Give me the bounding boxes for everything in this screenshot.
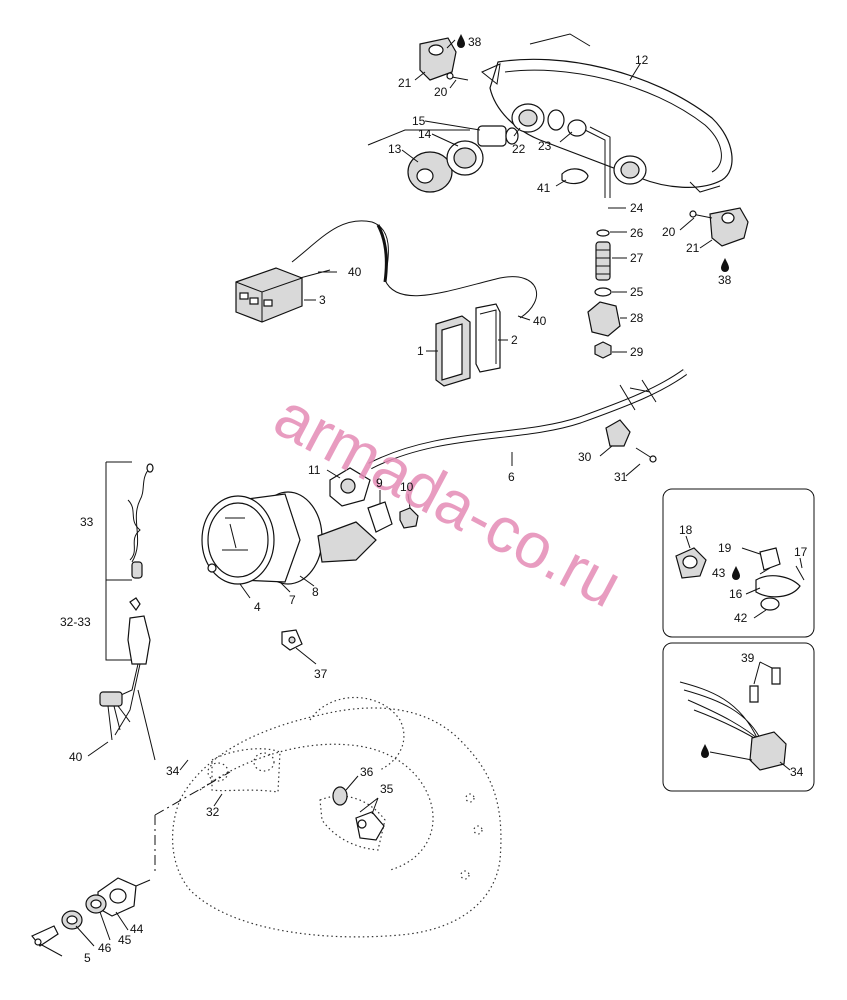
indicator-bulb [281,629,303,651]
droplet-icon [721,258,729,272]
callout-4: 4 [254,600,261,614]
mount-bracket-top [419,37,469,81]
callout-28: 28 [630,311,644,325]
callout-32: 32 [206,805,220,819]
callout-46: 46 [98,941,112,955]
callout-33: 33 [80,515,94,529]
callout-21b: 21 [686,241,700,255]
callout-38a: 38 [468,35,482,49]
adjuster-stack [587,229,621,359]
upper-fairing-outline [171,696,502,938]
wire-bundle [376,224,388,283]
lens-cover [435,315,471,387]
handlebar-switch [332,786,385,841]
callout-11: 11 [308,463,321,477]
callout-5: 5 [84,951,91,965]
callout-16: 16 [729,587,743,601]
callout-40b: 40 [533,314,547,328]
regulator-parts [679,667,787,771]
callout-34a: 34 [166,764,180,778]
callout-43: 43 [712,566,726,580]
callout-17: 17 [794,545,808,559]
callout-42: 42 [734,611,748,625]
headlight-assembly [481,33,733,198]
cable-clamp [605,419,657,463]
callout-12: 12 [635,53,649,67]
droplet-icon [457,34,465,48]
mount-bracket-right [689,207,749,247]
callout-2: 2 [511,333,518,347]
leader-line-34 [154,771,231,875]
droplet-icon [701,744,709,758]
callout-26: 26 [630,226,644,240]
callout-13: 13 [388,142,402,156]
connector-housing [235,267,331,323]
callout-38b: 38 [718,273,732,287]
callout-30: 30 [578,450,592,464]
callout-35: 35 [380,782,394,796]
ignition-switch [31,877,151,947]
callout-40c: 40 [69,750,83,764]
callout-20a: 20 [434,85,448,99]
callout-3233: 32-33 [60,615,91,629]
callout-45: 45 [118,933,132,947]
leader-lines [39,39,803,957]
callout-7: 7 [289,593,296,607]
callout-29: 29 [630,345,644,359]
callout-3: 3 [319,293,326,307]
callout-labels: 12 38 21 20 15 14 13 22 23 41 24 20 26 2… [60,35,808,965]
cable-clip [561,168,589,185]
callout-37: 37 [314,667,328,681]
bulb-socket-parts [367,125,519,193]
callout-14: 14 [418,127,432,141]
callout-10: 10 [400,480,414,494]
callout-44: 44 [130,922,144,936]
wire-harness [291,220,537,319]
callout-34b: 34 [790,765,804,779]
callout-39: 39 [741,651,755,665]
callout-8: 8 [312,585,319,599]
callout-6: 6 [508,470,515,484]
callout-9: 9 [376,476,383,490]
watermark: armada-co.ru [263,379,633,621]
harness-left [99,461,156,761]
callout-15: 15 [412,114,426,128]
callout-1: 1 [417,344,424,358]
callout-22: 22 [512,142,526,156]
droplet-icon [732,566,740,580]
callout-36: 36 [360,765,374,779]
speed-sensor-parts [675,547,805,611]
callout-40a: 40 [348,265,362,279]
callout-27: 27 [630,251,644,265]
speedometer-gauge [201,467,419,585]
callout-41: 41 [537,181,551,195]
callout-31: 31 [614,470,628,484]
callout-23: 23 [538,139,552,153]
callout-24: 24 [630,201,644,215]
lens-bracket [475,303,501,373]
callout-21a: 21 [398,76,412,90]
callout-25: 25 [630,285,644,299]
callout-20b: 20 [662,225,676,239]
callout-18: 18 [679,523,693,537]
callout-19: 19 [718,541,732,555]
